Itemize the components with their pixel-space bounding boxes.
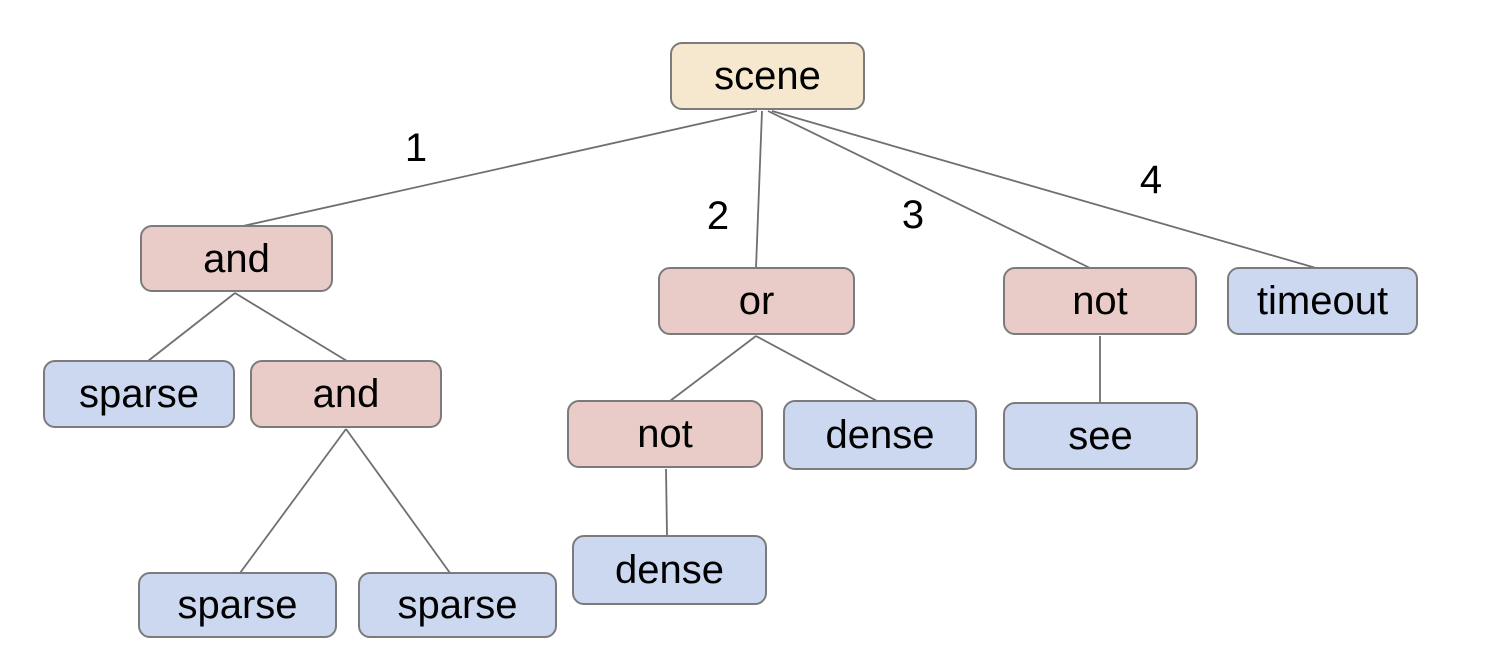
edge-not-dense (665, 468, 668, 537)
node-and-level2: and (250, 360, 442, 428)
node-sparse-level2: sparse (43, 360, 235, 428)
node-or: or (658, 267, 855, 335)
edge-and-sparse (147, 292, 236, 362)
node-sparse-level3-left: sparse (138, 572, 337, 638)
edge-label-branch-1: 1 (404, 126, 428, 170)
node-not-level2: not (567, 400, 763, 468)
edge-label-branch-3: 3 (901, 193, 925, 237)
edge-and-and (234, 292, 348, 362)
node-timeout: timeout (1227, 267, 1418, 335)
edge-or-not (669, 335, 757, 402)
edge-label-branch-4: 4 (1139, 158, 1163, 202)
edge-and2-sparse2 (345, 428, 451, 574)
node-dense-level2: dense (783, 400, 977, 470)
edge-scene-or (755, 110, 763, 269)
node-not-level1: not (1003, 267, 1197, 335)
edge-scene-timeout (771, 110, 1317, 269)
edge-or-dense (755, 335, 878, 402)
node-sparse-level3-right: sparse (358, 572, 557, 638)
node-dense-level3: dense (572, 535, 767, 605)
edge-label-branch-2: 2 (706, 194, 730, 238)
node-see: see (1003, 402, 1198, 470)
edge-and2-sparse1 (239, 428, 347, 574)
edge-scene-not (767, 110, 1091, 269)
node-and-level1: and (140, 225, 333, 292)
node-scene: scene (670, 42, 865, 110)
edge-scene-and (242, 110, 758, 227)
